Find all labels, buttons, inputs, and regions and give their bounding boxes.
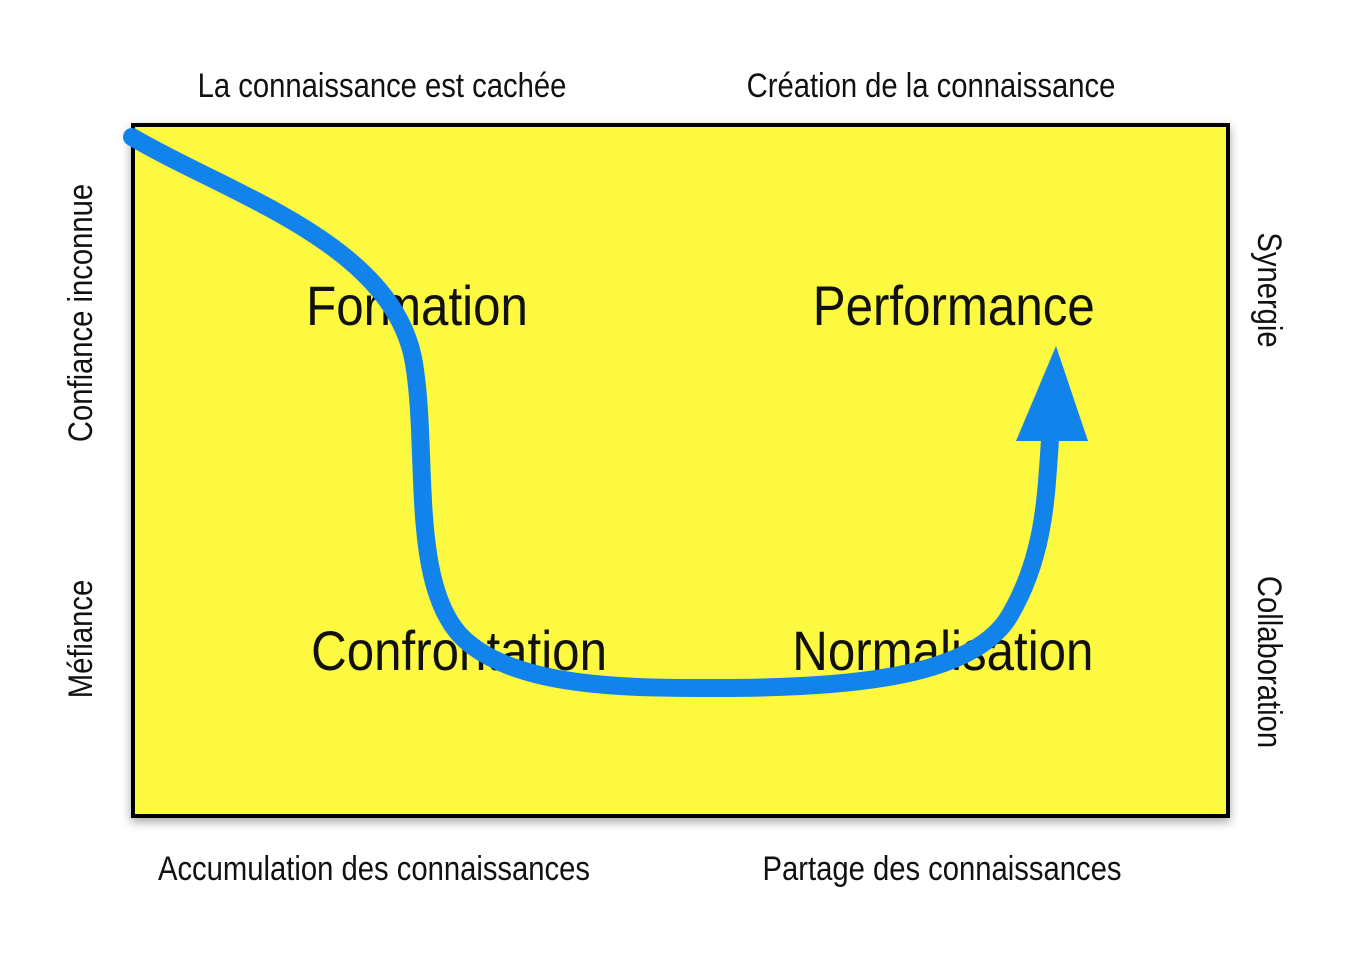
right-upper-label: Synergie xyxy=(1250,232,1289,347)
progression-arrowhead xyxy=(1016,346,1088,441)
stage-performance-label: Performance xyxy=(813,275,1095,338)
stage-normalisation-label: Normalisation xyxy=(792,620,1093,683)
top-right-label: Création de la connaissance xyxy=(747,66,1116,105)
left-upper-label: Confiance inconnue xyxy=(61,184,100,442)
top-left-label: La connaissance est cachée xyxy=(198,66,567,105)
left-lower-label: Méfiance xyxy=(61,580,100,699)
progression-arrow-path xyxy=(123,128,1059,698)
stage-formation-label: Formation xyxy=(306,275,528,338)
bottom-right-label: Partage des connaissances xyxy=(763,849,1122,888)
bottom-left-label: Accumulation des connaissances xyxy=(158,849,590,888)
right-lower-label: Collaboration xyxy=(1250,576,1289,748)
